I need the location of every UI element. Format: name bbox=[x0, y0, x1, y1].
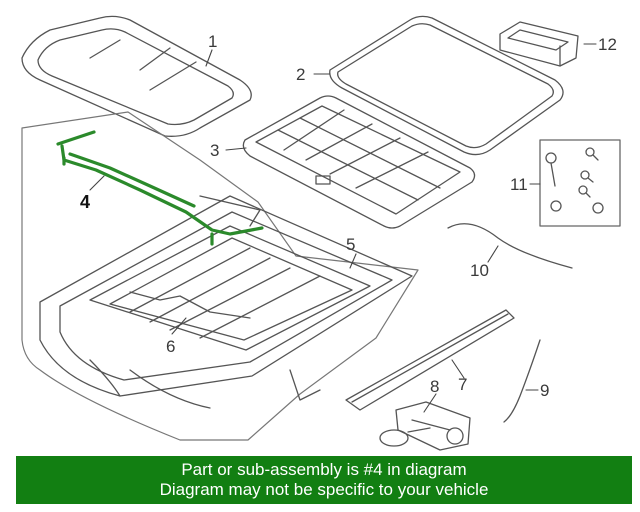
part-8-motor[interactable] bbox=[379, 401, 471, 451]
callout-10: 10 bbox=[470, 261, 489, 280]
callout-8: 8 bbox=[430, 377, 439, 396]
part-10-drain-hose[interactable] bbox=[447, 223, 573, 269]
callout-9: 9 bbox=[540, 381, 549, 400]
callout-6: 6 bbox=[166, 337, 175, 356]
callout-5: 5 bbox=[346, 235, 355, 254]
leader-lines bbox=[89, 43, 597, 413]
banner-line-2: Diagram may not be specific to your vehi… bbox=[159, 480, 489, 499]
callout-7: 7 bbox=[458, 375, 467, 394]
part-12-switch[interactable] bbox=[499, 21, 579, 67]
part-3-sunshade[interactable] bbox=[242, 95, 476, 229]
part-11-fasteners[interactable] bbox=[539, 139, 621, 227]
part-5-outline bbox=[21, 111, 419, 441]
part-2-seal[interactable] bbox=[329, 15, 564, 156]
callout-3: 3 bbox=[210, 141, 219, 160]
part-4-crossmember-highlight[interactable] bbox=[56, 130, 264, 246]
sunroof-exploded-diagram: 1 2 3 4 5 6 7 8 9 10 11 12 bbox=[21, 15, 621, 451]
part-1-glass-panel[interactable] bbox=[21, 15, 252, 137]
part-9-cable[interactable] bbox=[503, 339, 541, 423]
part-5-frame-assembly[interactable] bbox=[39, 195, 413, 409]
part-7-rail[interactable] bbox=[345, 309, 515, 411]
callout-4: 4 bbox=[80, 192, 90, 212]
info-banner: Part or sub-assembly is #4 in diagram Di… bbox=[16, 456, 632, 504]
callout-2: 2 bbox=[296, 65, 305, 84]
callout-12: 12 bbox=[598, 35, 617, 54]
callout-1: 1 bbox=[208, 32, 217, 51]
callout-numbers: 1 2 3 4 5 6 7 8 9 10 11 12 bbox=[80, 32, 617, 400]
callout-11: 11 bbox=[510, 175, 528, 194]
banner-line-1: Part or sub-assembly is #4 in diagram bbox=[181, 460, 467, 479]
